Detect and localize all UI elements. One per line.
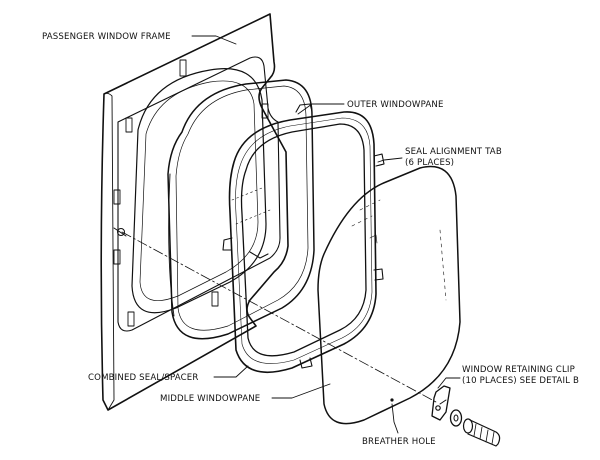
assembly-centerline [121, 231, 437, 403]
seal-alignment-tabs [222, 103, 385, 369]
label-outer-windowpane: OUTER WINDOWPANE [347, 100, 444, 110]
frame-fastener-bosses [113, 59, 269, 327]
label-passenger-window-frame: PASSENGER WINDOW FRAME [42, 32, 171, 42]
outer-windowpane [167, 79, 315, 340]
label-combined-seal-spacer: COMBINED SEAL/SPACER [88, 373, 198, 383]
passenger-window-frame [100, 13, 289, 411]
label-breather-hole: BREATHER HOLE [362, 437, 436, 447]
label-middle-windowpane: MIDDLE WINDOWPANE [160, 394, 260, 404]
middle-windowpane [317, 165, 461, 425]
bolt [462, 418, 501, 447]
leader-lines [191, 35, 461, 434]
combined-seal-spacer [222, 103, 385, 374]
window-retaining-clip [431, 385, 451, 421]
breather-hole [390, 398, 394, 402]
label-seal-alignment-tab: SEAL ALIGNMENT TAB [405, 147, 502, 157]
label-window-retaining-clip-note: (10 PLACES) SEE DETAIL B [462, 376, 579, 386]
frame-clip-stub [113, 225, 127, 241]
label-window-retaining-clip: WINDOW RETAINING CLIP [462, 365, 575, 375]
label-seal-alignment-tab-note: (6 PLACES) [405, 158, 454, 168]
washer [449, 409, 463, 427]
